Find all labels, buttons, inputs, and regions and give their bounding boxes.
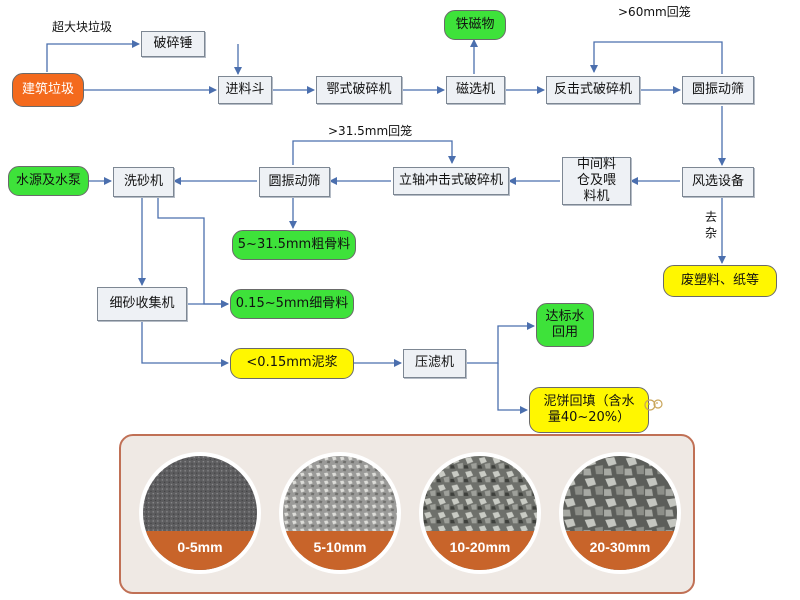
- product-0-5mm: 0-5mm: [139, 452, 261, 574]
- arrow-collector-to-slurry: [141, 321, 229, 367]
- fine-aggregate-node: 0.15~5mm细骨料: [230, 289, 354, 319]
- product-label: 10-20mm: [449, 539, 511, 556]
- fine-sand-collector-node: 细砂收集机: [97, 287, 187, 321]
- circular-screen-1-node: 圆振动筛: [682, 76, 754, 104]
- product-gallery: 0-5mm 5-10mm: [119, 434, 695, 594]
- vertical-impact-crusher-node: 立轴冲击式破碎机: [393, 167, 509, 195]
- arrow-press-to-water: [466, 322, 535, 364]
- air-separation-node: 风选设备: [682, 167, 754, 197]
- arrow-screen-return-60: [590, 41, 723, 74]
- filter-press-node: 压滤机: [403, 349, 466, 378]
- circular-screen-2-node: 圆振动筛: [259, 167, 330, 197]
- product-label: 20-30mm: [589, 539, 651, 556]
- impurity-removal-label: 去杂: [704, 210, 717, 240]
- slurry-node: <0.15mm泥浆: [230, 348, 354, 379]
- product-20-30mm: 20-30mm: [559, 452, 681, 574]
- product-label: 5-10mm: [313, 539, 367, 556]
- waste-plastic-node: 废塑料、纸等: [663, 265, 777, 297]
- watermark-icon: [644, 399, 663, 411]
- sand-washer-node: 洗砂机: [113, 167, 174, 197]
- breaker-hammer-node: 破碎锤: [141, 31, 205, 57]
- impact-crusher-node: 反击式破碎机: [546, 76, 640, 104]
- coarse-aggregate-node: 5~31.5mm粗骨料: [232, 230, 356, 260]
- jaw-crusher-node: 鄂式破碎机: [316, 76, 402, 104]
- product-label-band: 10-20mm: [423, 531, 537, 570]
- construction-waste-node: 建筑垃圾: [12, 73, 84, 107]
- product-label: 0-5mm: [177, 539, 223, 556]
- feed-hopper-node: 进料斗: [218, 76, 272, 104]
- product-label-band: 20-30mm: [563, 531, 677, 570]
- over60-return-label: >60mm回笼: [618, 5, 691, 19]
- product-label-band: 5-10mm: [283, 531, 397, 570]
- water-reuse-node: 达标水回用: [536, 303, 594, 347]
- iron-magnetic-node: 铁磁物: [444, 10, 506, 40]
- intermediate-bin-node: 中间料仓及喂料机: [562, 157, 631, 205]
- arrow-screen2-return-315: [292, 140, 456, 165]
- oversize-label: 超大块垃圾: [52, 20, 113, 34]
- water-source-node: 水源及水泵: [8, 166, 89, 196]
- arrow-oversize-to-hammer: [46, 40, 140, 72]
- product-10-20mm: 10-20mm: [419, 452, 541, 574]
- mud-cake-backfill-node: 泥饼回填（含水量40~20%）: [529, 387, 649, 433]
- product-label-band: 0-5mm: [143, 531, 257, 570]
- over315-return-label: >31.5mm回笼: [328, 124, 413, 138]
- arrow-press-to-mudcake: [497, 363, 528, 414]
- product-5-10mm: 5-10mm: [279, 452, 401, 574]
- magnetic-separator-node: 磁选机: [446, 76, 505, 104]
